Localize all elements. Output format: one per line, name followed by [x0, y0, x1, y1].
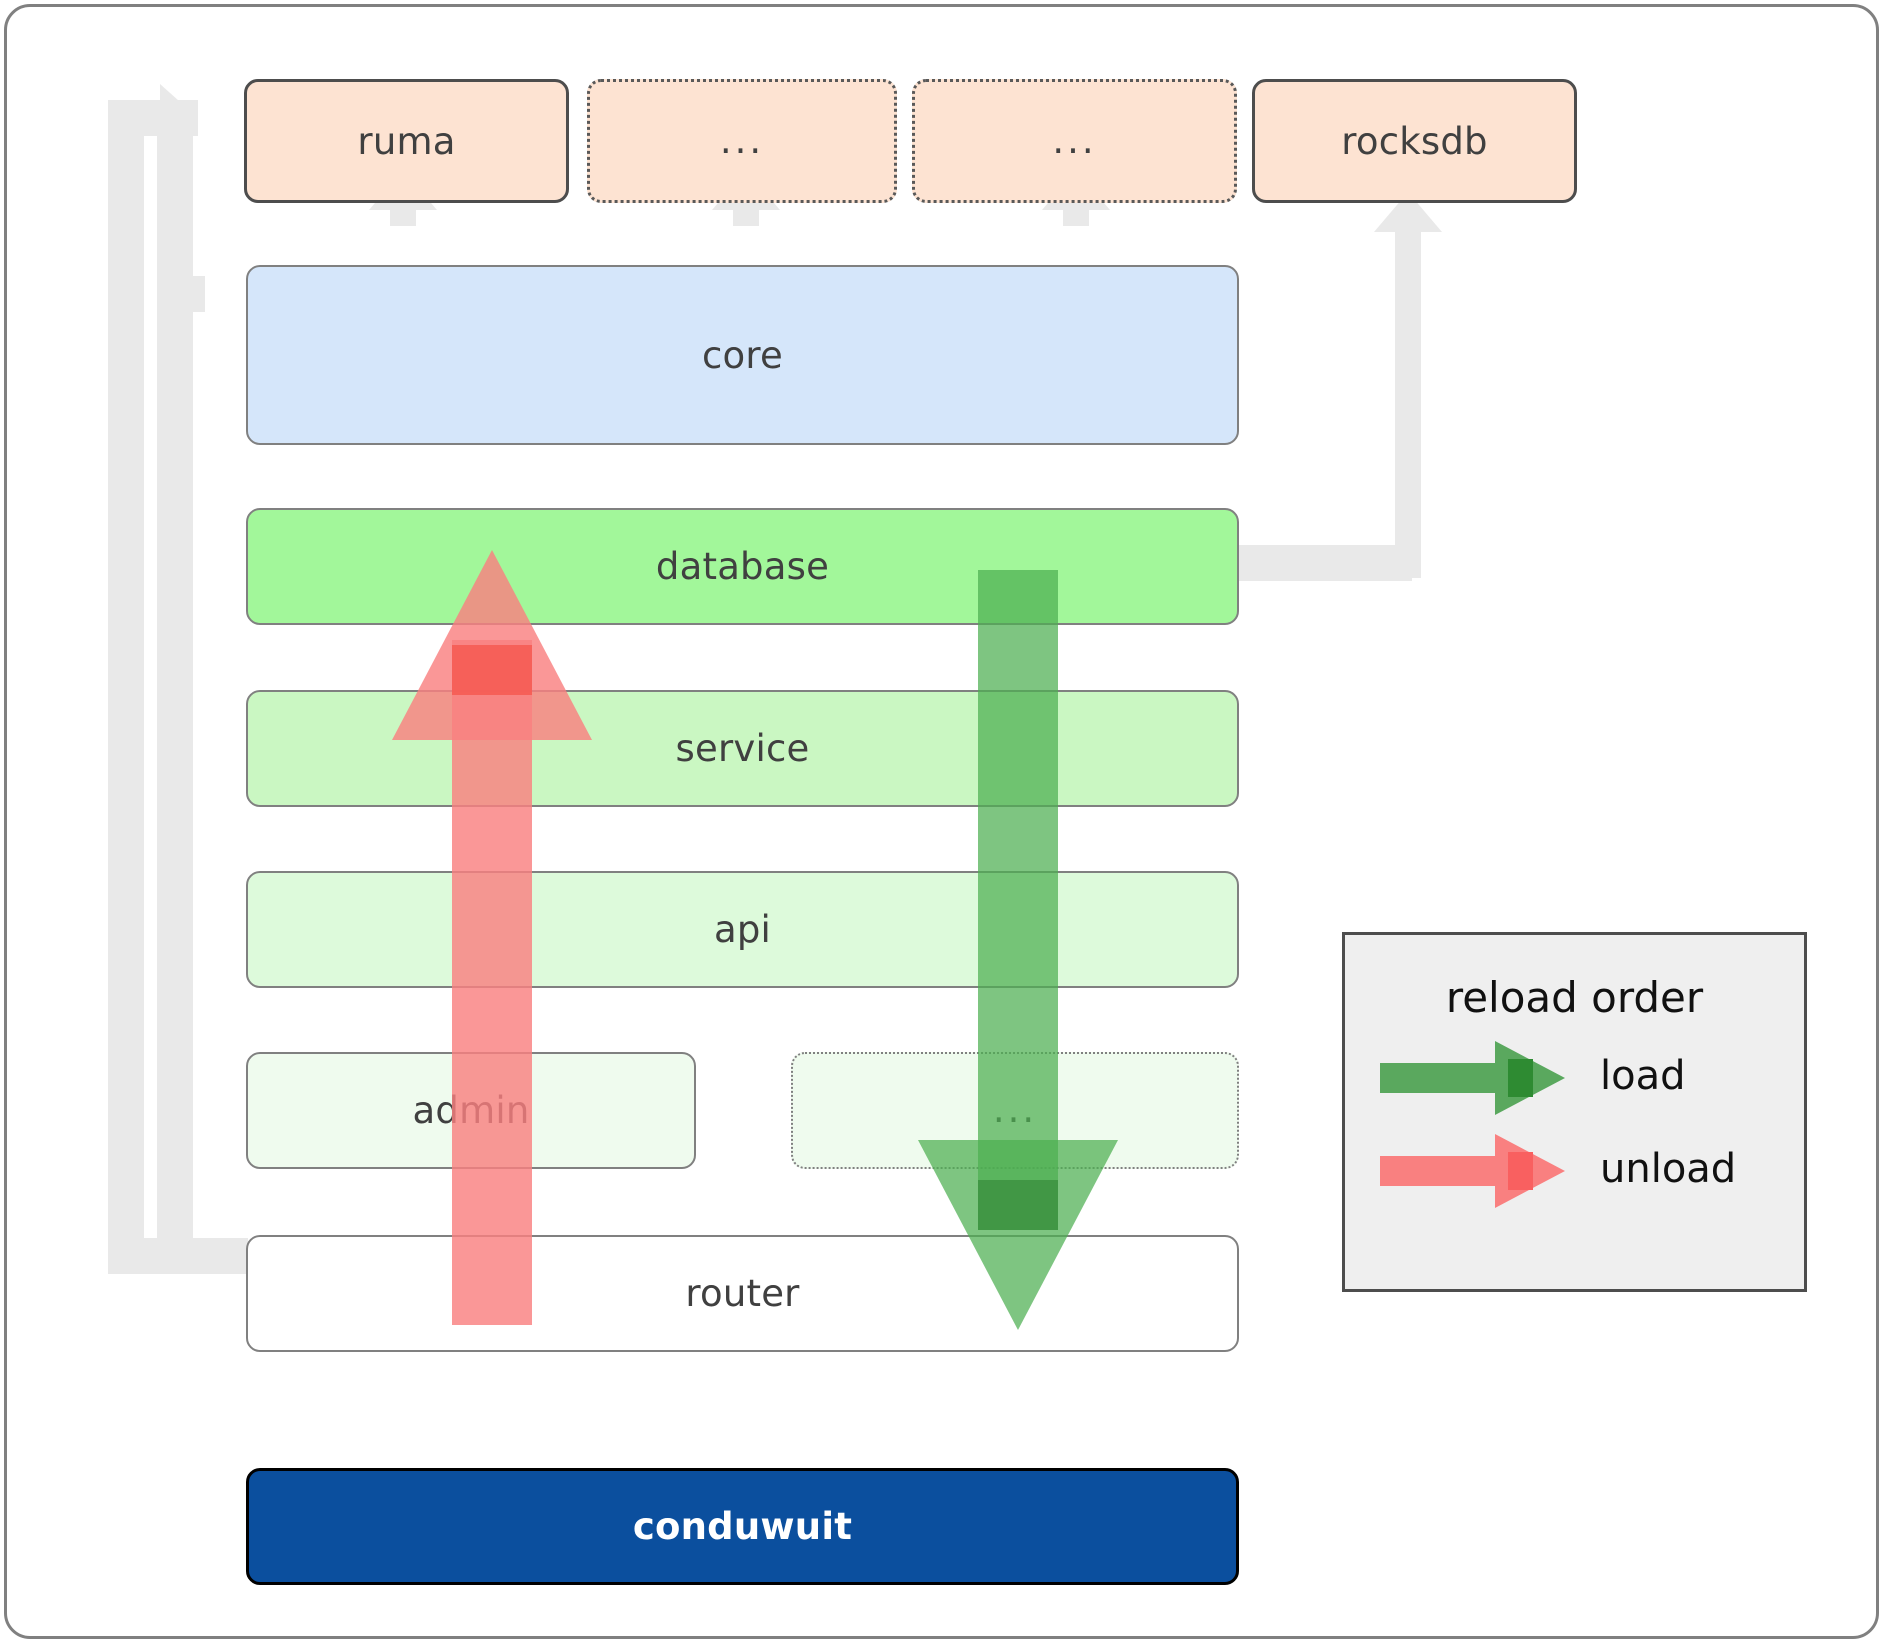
- node-core[interactable]: core: [246, 265, 1239, 445]
- connector-left-trunk: [108, 110, 144, 1274]
- connector-database-to-rocksdb-horizontal: [1237, 545, 1412, 581]
- node-ext-b[interactable]: ...: [912, 79, 1237, 203]
- node-rocksdb-label: rocksdb: [1341, 119, 1488, 163]
- legend-panel: reload order load unload: [1342, 932, 1807, 1292]
- node-conduwuit-label: conduwuit: [632, 1505, 853, 1548]
- load-arrow-notch: [978, 1180, 1058, 1230]
- node-api-label: api: [713, 908, 772, 951]
- diagram-frame: [4, 4, 1879, 1639]
- node-ruma[interactable]: ruma: [244, 79, 569, 203]
- load-arrow-shaft: [978, 570, 1058, 1230]
- legend-load-label: load: [1600, 1053, 1686, 1099]
- node-ext-a-label: ...: [719, 118, 765, 162]
- connector-to-core-arrowhead: [163, 260, 201, 328]
- node-core-label: core: [702, 333, 783, 377]
- node-rocksdb[interactable]: rocksdb: [1252, 79, 1577, 203]
- legend-title: reload order: [1445, 973, 1704, 1022]
- node-database-label: database: [655, 545, 830, 588]
- legend-unload-arrow-notch: [1508, 1152, 1533, 1190]
- legend-unload-label: unload: [1600, 1146, 1737, 1192]
- node-conduwuit[interactable]: conduwuit: [246, 1468, 1239, 1585]
- connector-database-to-rocksdb-vertical: [1395, 228, 1421, 578]
- load-arrow-head: [918, 1140, 1118, 1330]
- node-router-label: router: [685, 1272, 800, 1315]
- node-ruma-label: ruma: [357, 119, 456, 163]
- node-ext-b-label: ...: [1052, 118, 1097, 162]
- legend-load-arrow-notch: [1508, 1059, 1533, 1097]
- node-ext-a[interactable]: ...: [587, 79, 897, 203]
- node-api[interactable]: api: [246, 871, 1239, 988]
- node-service-label: service: [675, 727, 810, 770]
- unload-arrow-notch: [452, 645, 532, 695]
- unload-arrow-shaft: [452, 640, 532, 1325]
